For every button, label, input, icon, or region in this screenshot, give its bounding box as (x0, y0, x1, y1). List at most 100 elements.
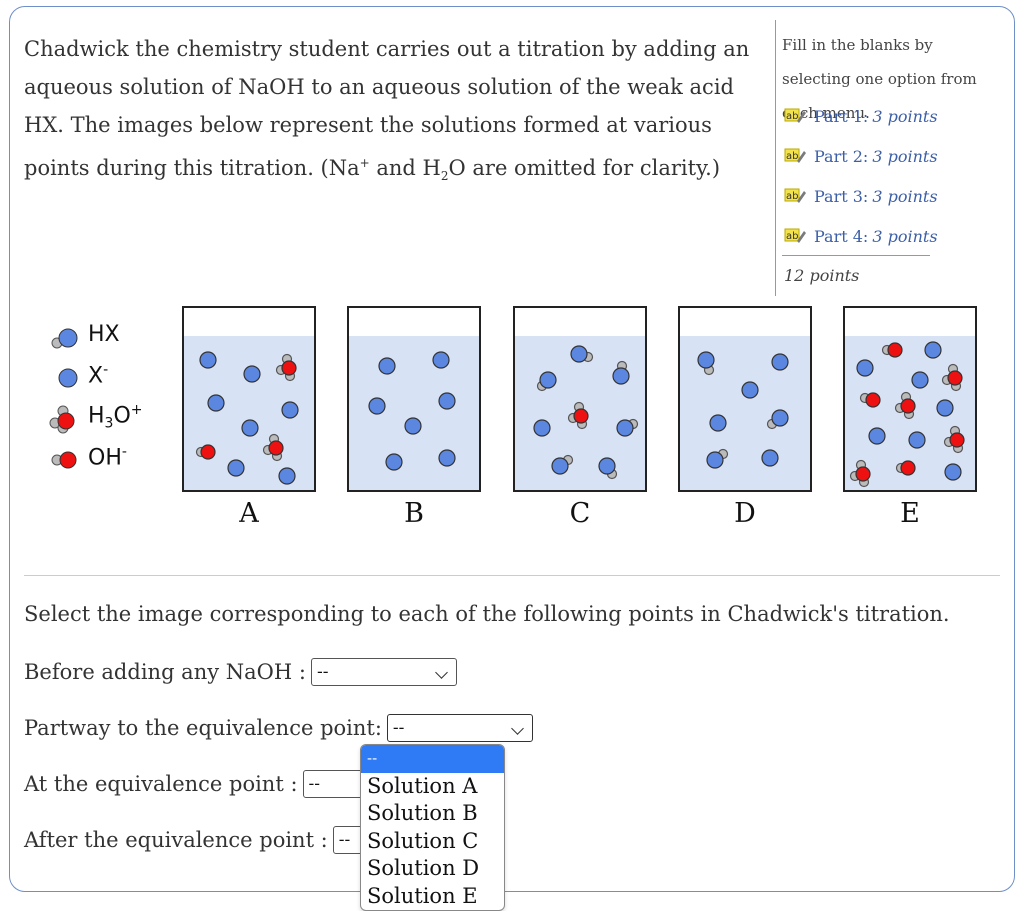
question-label: Before adding any NaOH : (24, 660, 306, 684)
x-ion-particle (438, 449, 456, 467)
x-ion-particle (709, 414, 727, 432)
beaker-label-c: C (569, 498, 591, 529)
beaker-b (347, 306, 481, 492)
sidebar-divider (782, 255, 930, 256)
x-ion-particle (432, 351, 450, 369)
hx-particle (598, 457, 618, 480)
beaker-a (182, 306, 316, 492)
question-label: After the equivalence point : (24, 828, 328, 852)
svg-text:ab: ab (786, 231, 798, 242)
part-label: Part 2: (814, 146, 869, 166)
intro-subscript: 2 (440, 169, 449, 184)
beaker-label-e: E (900, 498, 920, 529)
section-divider (24, 575, 1000, 576)
part-label: Part 4: (814, 226, 869, 246)
hx-particle (706, 448, 729, 469)
select-dropdown-list[interactable]: -- Solution A Solution B Solution C Solu… (360, 744, 505, 911)
x-ion-particle (908, 431, 926, 449)
hydroxide-particle (881, 342, 903, 358)
x-ion-particle (243, 365, 261, 383)
x-ion-icon (58, 368, 78, 388)
hydroxide-particle (895, 460, 916, 476)
fill-blank-icon: ab (784, 108, 806, 123)
sidebar-part-2[interactable]: ab Part 2:3 points (784, 144, 938, 168)
svg-text:ab: ab (786, 151, 798, 162)
part-label: Part 3: (814, 186, 869, 206)
hx-particle (616, 418, 639, 437)
hx-molecule-icon (51, 328, 78, 349)
hydronium-particle (262, 433, 284, 462)
hydronium-particle (894, 391, 916, 420)
beaker-label-d: D (734, 498, 756, 529)
x-ion-particle (385, 453, 403, 471)
x-ion-particle (378, 357, 396, 375)
question-label: Partway to the equivalence point: (24, 716, 382, 740)
fill-blank-icon: ab (784, 148, 806, 163)
points-sidebar: Fill in the blanks by selecting one opti… (775, 20, 1000, 296)
hx-particle (536, 371, 557, 392)
dropdown-option[interactable]: Solution E (367, 883, 478, 908)
sidebar-part-1[interactable]: ab Part 1:3 points (784, 104, 938, 128)
hydroxide-particle (195, 444, 216, 460)
question-row-before: Before adding any NaOH : -- (24, 656, 457, 688)
dropdown-option[interactable]: Solution C (367, 828, 479, 853)
svg-text:ab: ab (786, 111, 798, 122)
hx-particle (766, 409, 789, 430)
part-label: Part 1: (814, 106, 869, 126)
beaker-e (843, 306, 977, 492)
beaker-c (513, 306, 647, 492)
beaker-d (678, 306, 812, 492)
part-points: 3 points (872, 226, 938, 246)
hydroxide-icon (51, 451, 77, 469)
question-label: At the equivalence point : (24, 772, 298, 796)
legend-hydronium: H3O+ (40, 400, 160, 434)
beaker-label-a: A (239, 498, 259, 529)
hydronium-particle (941, 363, 963, 392)
question-prompt: Select the image corresponding to each o… (24, 602, 950, 626)
legend-hx: HX (40, 320, 160, 354)
x-ion-particle (227, 459, 245, 477)
part-points: 3 points (872, 146, 938, 166)
x-ion-particle (868, 427, 886, 445)
sidebar-instructions: Fill in the blanks by selecting one opti… (782, 36, 977, 122)
legend-x-ion: X- (40, 360, 160, 394)
part-points: 3 points (872, 186, 938, 206)
intro-superscript: + (359, 156, 370, 170)
x-ion-particle (199, 351, 217, 369)
dropdown-option[interactable]: Solution D (367, 856, 480, 880)
sidebar-part-4[interactable]: ab Part 4:3 points (784, 224, 938, 248)
hydronium-particle (943, 425, 965, 454)
x-ion-particle (404, 417, 422, 435)
partway-select[interactable]: -- (386, 714, 533, 742)
hx-particle (697, 351, 715, 376)
x-ion-particle (207, 394, 225, 412)
hydronium-particle (567, 401, 589, 430)
svg-text:ab: ab (786, 191, 798, 202)
dropdown-option[interactable]: Solution A (367, 773, 478, 798)
total-points: 12 points (784, 266, 860, 285)
x-ion-particle (911, 371, 929, 389)
sidebar-part-3[interactable]: ab Part 3:3 points (784, 184, 938, 208)
fill-blank-icon: ab (784, 188, 806, 203)
intro-text: Chadwick the chemistry student carries o… (24, 37, 750, 180)
dropdown-option[interactable]: -- (361, 745, 504, 773)
legend-label: HX (88, 322, 120, 347)
question-intro: Chadwick the chemistry student carries o… (24, 30, 772, 195)
x-ion-particle (741, 381, 759, 399)
legend-label: X- (88, 362, 109, 389)
hx-particle (570, 345, 594, 363)
hx-particle (612, 360, 630, 385)
hydronium-particle (849, 459, 871, 488)
x-ion-particle (241, 419, 259, 437)
intro-text-end: O are omitted for clarity.) (448, 156, 721, 180)
x-ion-particle (278, 467, 296, 485)
beaker-label-b: B (404, 498, 424, 529)
x-ion-particle (771, 353, 789, 371)
fill-blank-icon: ab (784, 228, 806, 243)
x-ion-particle (761, 449, 779, 467)
before-naoh-select[interactable]: -- (310, 658, 457, 686)
hx-particle (533, 419, 551, 437)
dropdown-option[interactable]: Solution B (367, 801, 478, 825)
x-ion-particle (438, 392, 456, 410)
hydronium-particle (275, 353, 297, 382)
